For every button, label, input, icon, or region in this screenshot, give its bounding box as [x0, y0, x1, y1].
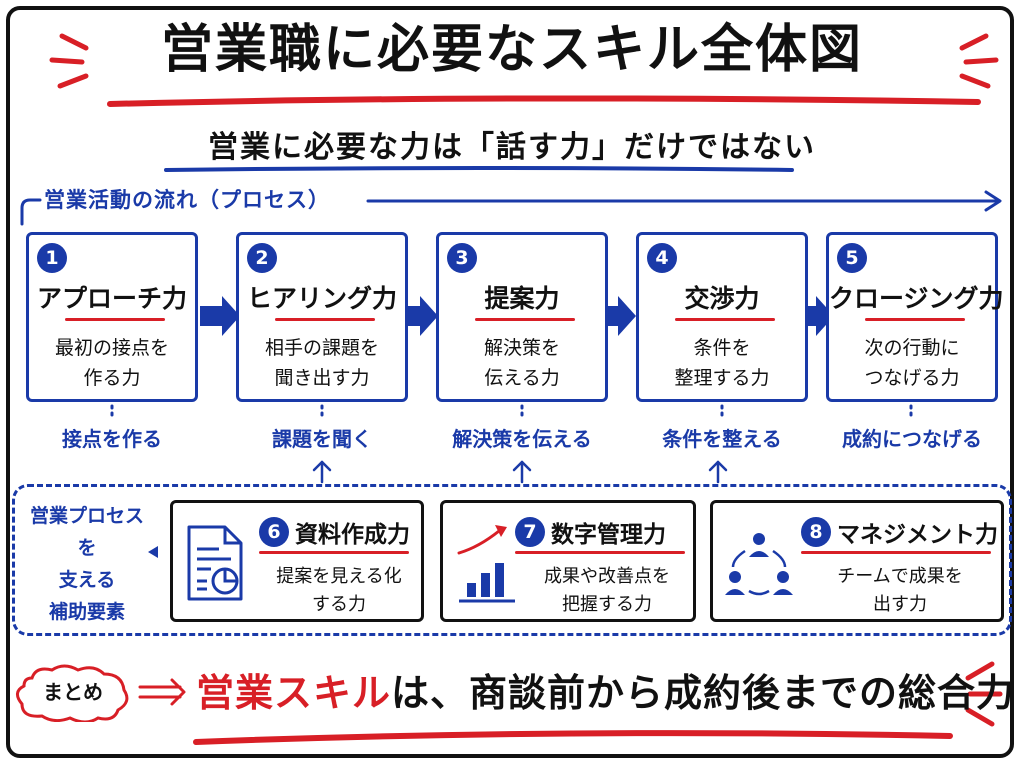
step-number-badge: 4	[647, 243, 677, 273]
support-name: 資料作成力	[295, 522, 410, 548]
summary-statement: 営業スキルは、商談前から成約後までの総合力	[196, 662, 1015, 717]
step-outcome: 課題を聞く	[272, 427, 372, 451]
step-negotiation: 4 交渉力 条件を 整理する力	[636, 232, 808, 402]
step-description: 最初の接点を 作る力	[54, 337, 169, 389]
support-card-documents: 6 資料作成力 提案を見える化 する力	[170, 500, 424, 622]
step-name: 交渉力	[684, 284, 760, 313]
summary-highlight: 営業スキル	[196, 671, 392, 715]
bar-chart-growth-icon	[457, 525, 515, 603]
team-cycle-icon	[725, 533, 793, 596]
red-underline	[675, 318, 775, 321]
support-card-management: 8 マネジメント力 チームで成果を 出す力	[710, 500, 1004, 622]
support-description: 提案を見える化 する力	[276, 566, 402, 615]
support-label: 営業プロセスを 支える 補助要素	[29, 505, 144, 623]
summary-body: は、商談前から成約後までの総合力	[391, 671, 1016, 715]
step-description: 次の行動に つなげる力	[864, 337, 960, 389]
page-frame	[6, 6, 1014, 758]
support-card-numbers: 7 数字管理力 成果や改善点を 把握する力	[440, 500, 696, 622]
page-subtitle: 営業に必要な力は「話す力」だけではない	[208, 130, 816, 165]
step-outcome: 解決策を伝える	[452, 427, 592, 451]
red-underline	[475, 318, 575, 321]
support-description: チームで成果を 出す力	[837, 566, 963, 615]
step-outcome: 条件を整える	[662, 427, 782, 451]
step-proposal: 3 提案力 解決策を 伝える力	[436, 232, 608, 402]
step-description: 解決策を 伝える力	[483, 337, 560, 389]
step-name: ヒアリング力	[246, 284, 397, 313]
summary-label: まとめ	[43, 680, 103, 704]
document-chart-icon	[187, 525, 243, 601]
support-section	[12, 484, 1012, 636]
step-number-badge: 5	[837, 243, 867, 273]
support-number-badge: 7	[515, 517, 545, 547]
step-name: アプローチ力	[36, 284, 187, 313]
support-name: マネジメント力	[837, 522, 998, 548]
red-underline	[515, 551, 685, 554]
step-outcome: 成約につなげる	[842, 427, 982, 451]
support-description: 成果や改善点を 把握する力	[544, 566, 670, 615]
red-underline	[865, 318, 965, 321]
support-number-badge: 6	[259, 517, 289, 547]
page-title: 営業職に必要なスキル全体図	[160, 20, 863, 80]
step-name: 提案力	[484, 284, 560, 313]
red-underline	[259, 551, 409, 554]
step-outcome: 接点を作る	[62, 427, 162, 451]
process-label: 営業活動の流れ（プロセス）	[44, 188, 330, 212]
step-approach: 1 アプローチ力 最初の接点を 作る力	[26, 232, 198, 402]
step-name: クロージング力	[829, 284, 1004, 313]
support-name: 数字管理力	[551, 522, 666, 548]
step-description: 相手の課題を 聞き出す力	[264, 337, 379, 389]
summary-cloud-bubble	[16, 664, 129, 722]
step-description: 条件を 整理する力	[674, 337, 770, 389]
support-number-badge: 8	[801, 517, 831, 547]
red-underline	[275, 318, 375, 321]
step-number-badge: 2	[247, 243, 277, 273]
step-number-badge: 3	[447, 243, 477, 273]
red-underline	[65, 318, 165, 321]
step-closing: 5 クロージング力 次の行動に つなげる力	[826, 232, 1004, 402]
step-number-badge: 1	[37, 243, 67, 273]
step-hearing: 2 ヒアリング力 相手の課題を 聞き出す力	[236, 232, 408, 402]
red-underline	[801, 551, 991, 554]
